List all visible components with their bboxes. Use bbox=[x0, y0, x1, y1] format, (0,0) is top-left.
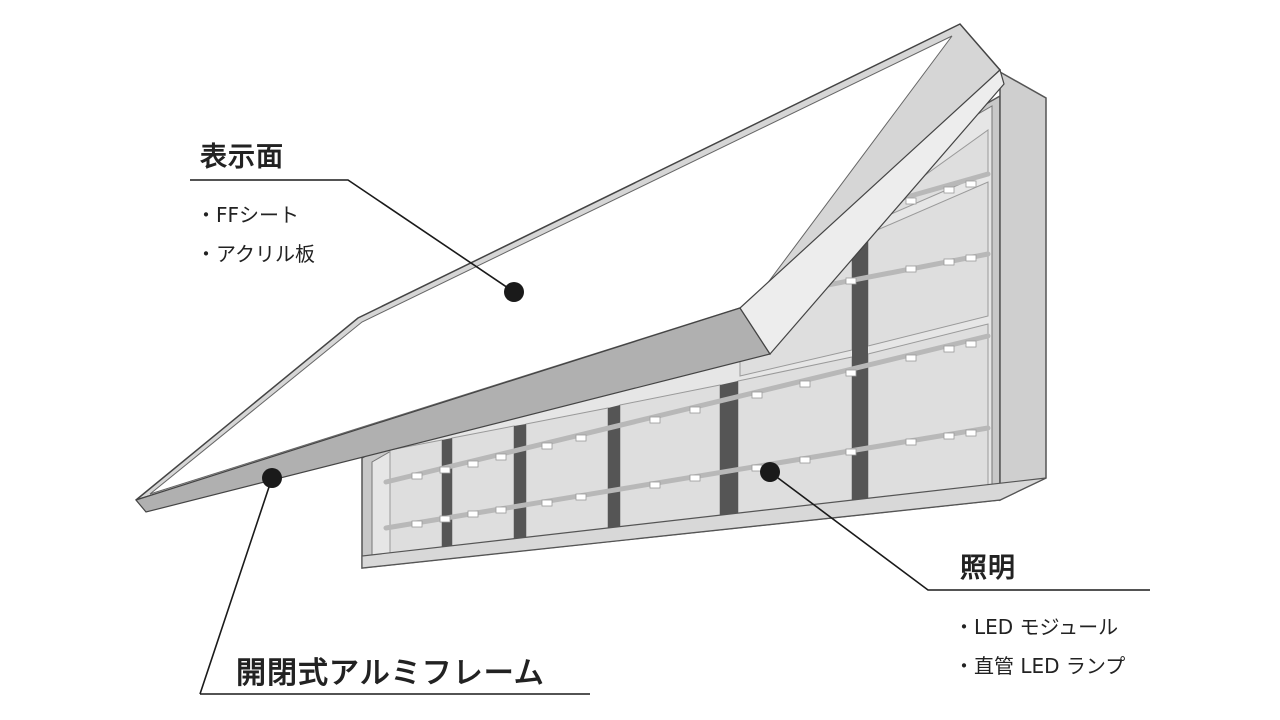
display-panel-face bbox=[149, 35, 953, 495]
leader-lines bbox=[190, 179, 1150, 695]
box-side-wall bbox=[999, 70, 1047, 502]
led-module-dots bbox=[411, 180, 977, 528]
lighting-item-led-module: LED モジュール bbox=[954, 611, 1118, 640]
lighting-heading: 照明 bbox=[960, 553, 1016, 584]
box-bottom-lip bbox=[361, 477, 1047, 569]
leader-dots bbox=[262, 282, 780, 488]
display-surface-item-ff-sheet: FFシート bbox=[196, 199, 299, 228]
lighting-item-led-tube: 直管 LED ランプ bbox=[954, 650, 1125, 679]
display-surface-item-acrylic: アクリル板 bbox=[196, 238, 315, 267]
display-panel-side bbox=[739, 68, 1005, 355]
panel-dividers bbox=[442, 234, 868, 551]
frame-heading: 開閉式アルミフレーム bbox=[236, 656, 545, 691]
display-surface-heading: 表示面 bbox=[200, 142, 284, 173]
